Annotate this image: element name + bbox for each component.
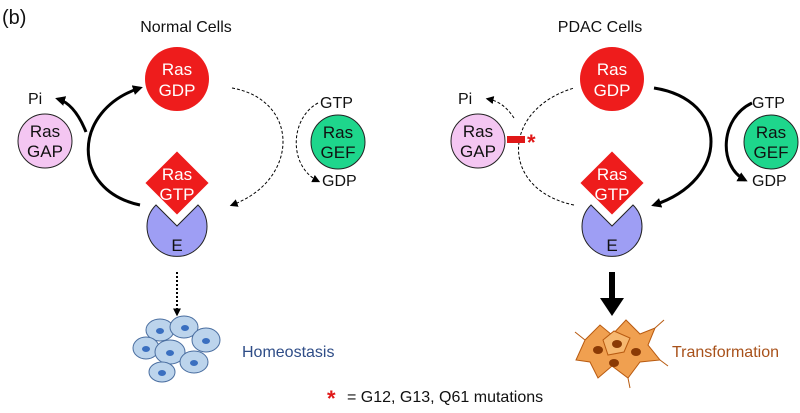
normal-effector-label: E bbox=[171, 236, 182, 255]
normal-ras-gef-line1: Ras bbox=[323, 123, 353, 142]
pdac-ras-gdp-line2: GDP bbox=[594, 81, 631, 100]
legend: * = G12, G13, Q61 mutations bbox=[327, 386, 543, 411]
pdac-ras-gdp-node: Ras GDP bbox=[580, 47, 644, 111]
transformation-cells-icon bbox=[574, 319, 669, 389]
pdac-mutation-asterisk: * bbox=[527, 130, 536, 155]
pdac-ras-gef-node: Ras GEF bbox=[743, 114, 799, 170]
normal-ras-gtp-line1: Ras bbox=[162, 165, 192, 184]
normal-gdp-label: GDP bbox=[322, 173, 357, 190]
homeostasis-cells-icon bbox=[132, 315, 221, 383]
legend-text: = G12, G13, Q61 mutations bbox=[347, 389, 543, 406]
pdac-ras-gef-line1: Ras bbox=[756, 123, 786, 142]
homeostasis-label: Homeostasis bbox=[242, 344, 334, 361]
normal-ras-gap-line2: GAP bbox=[27, 142, 63, 161]
normal-ras-gef-node: Ras GEF bbox=[310, 114, 366, 170]
pdac-ras-gtp-node: Ras GTP bbox=[577, 148, 647, 218]
pdac-pi-arrow bbox=[485, 96, 515, 119]
normal-ras-gap-node: Ras GAP bbox=[17, 113, 73, 169]
pdac-gdp-arrow bbox=[724, 101, 753, 182]
pdac-ras-gtp-line2: GTP bbox=[595, 185, 630, 204]
normal-ras-gdp-line1: Ras bbox=[162, 60, 192, 79]
transformation-label: Transformation bbox=[672, 344, 779, 361]
normal-effector-node: E bbox=[146, 204, 208, 257]
normal-ras-gtp-line2: GTP bbox=[160, 185, 195, 204]
pdac-effector-label: E bbox=[606, 236, 617, 255]
normal-gap-arc bbox=[86, 85, 143, 207]
normal-ras-gdp-line2: GDP bbox=[159, 81, 196, 100]
normal-ras-gef-line2: GEF bbox=[321, 143, 356, 162]
pdac-ras-gef-line2: GEF bbox=[754, 143, 789, 162]
normal-ras-gap-line1: Ras bbox=[30, 122, 60, 141]
pdac-ras-gtp-line1: Ras bbox=[597, 165, 627, 184]
normal-cells-panel: Normal Cells Ras GDP Ras GAP Ras GEF E R… bbox=[17, 19, 366, 383]
pdac-pi-label: Pi bbox=[458, 91, 472, 108]
pdac-title: PDAC Cells bbox=[558, 19, 642, 36]
pdac-ras-gap-node: Ras GAP bbox=[450, 113, 506, 169]
pdac-ras-gap-line2: GAP bbox=[460, 142, 496, 161]
normal-ras-gtp-node: Ras GTP bbox=[142, 148, 212, 218]
normal-gef-arc bbox=[229, 87, 284, 207]
normal-gdp-arrow bbox=[295, 102, 321, 183]
pdac-effector-node: E bbox=[581, 204, 643, 257]
pdac-gap-arc bbox=[518, 87, 575, 206]
pdac-gtp-label: GTP bbox=[752, 95, 785, 112]
normal-pi-label: Pi bbox=[28, 91, 42, 108]
pdac-gdp-label: GDP bbox=[752, 173, 787, 190]
pdac-ras-gdp-line1: Ras bbox=[597, 60, 627, 79]
pdac-downstream-arrowhead bbox=[600, 298, 624, 316]
legend-asterisk: * bbox=[327, 386, 336, 411]
normal-pi-arrow bbox=[55, 96, 88, 133]
normal-ras-gdp-node: Ras GDP bbox=[145, 47, 209, 111]
pdac-gef-arc bbox=[651, 86, 713, 208]
pdac-ras-gap-line1: Ras bbox=[463, 122, 493, 141]
panel-label: (b) bbox=[2, 7, 26, 29]
pdac-cells-panel: PDAC Cells Ras GDP Ras GAP Ras GEF E Ras bbox=[450, 19, 799, 389]
normal-title: Normal Cells bbox=[140, 19, 232, 36]
pdac-gap-block-bar bbox=[507, 136, 525, 143]
normal-gtp-label: GTP bbox=[320, 95, 353, 112]
